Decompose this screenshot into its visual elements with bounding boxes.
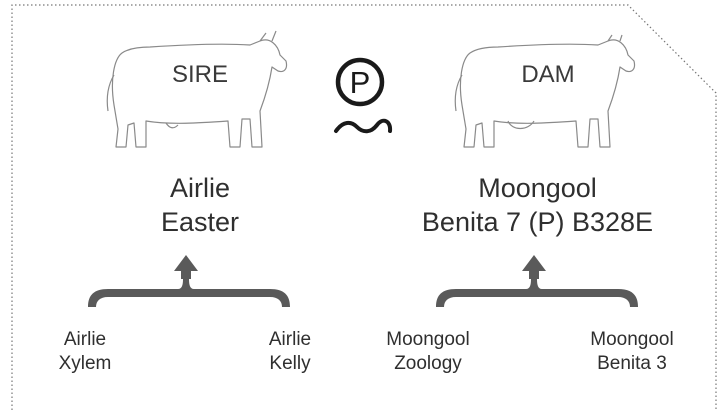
sire-grandsire-line2: Xylem — [58, 352, 112, 374]
sire-granddam-line2: Kelly — [269, 352, 311, 374]
dam-granddam-line2: Benita 3 — [597, 352, 667, 374]
sire-name: Airlie Easter — [100, 172, 300, 240]
dam-cow-icon — [454, 34, 636, 148]
dam-brace-arrow — [436, 255, 638, 307]
sire-grandsire: Airlie Xylem — [40, 328, 130, 376]
dam-grandsire-line1: Moongool — [386, 329, 470, 350]
sire-name-line2: Easter — [160, 206, 240, 237]
sire-cow-icon — [106, 30, 288, 148]
dam-name-line1: Moongool — [478, 173, 597, 203]
dam-grandsire: Moongool Zoology — [368, 328, 488, 376]
sire-label: SIRE — [171, 61, 228, 88]
sire-granddam: Airlie Kelly — [245, 328, 335, 376]
dam-grandsire-line2: Zoology — [394, 352, 462, 374]
dam-name-line2: Benita 7 (P) B328E — [421, 206, 654, 237]
sire-name-line1: Airlie — [169, 173, 230, 203]
dam-label: DAM — [521, 61, 575, 88]
dam-granddam: Moongool Benita 3 — [572, 328, 692, 376]
sire-brace-arrow — [88, 255, 290, 307]
dam-name: Moongool Benita 7 (P) B328E — [380, 172, 695, 240]
dam-granddam-line1: Moongool — [590, 329, 674, 350]
polled-letter: P — [350, 65, 371, 100]
sire-granddam-line1: Airlie — [268, 329, 312, 350]
sire-grandsire-line1: Airlie — [63, 329, 107, 350]
polled-logo-icon: P — [334, 57, 393, 134]
